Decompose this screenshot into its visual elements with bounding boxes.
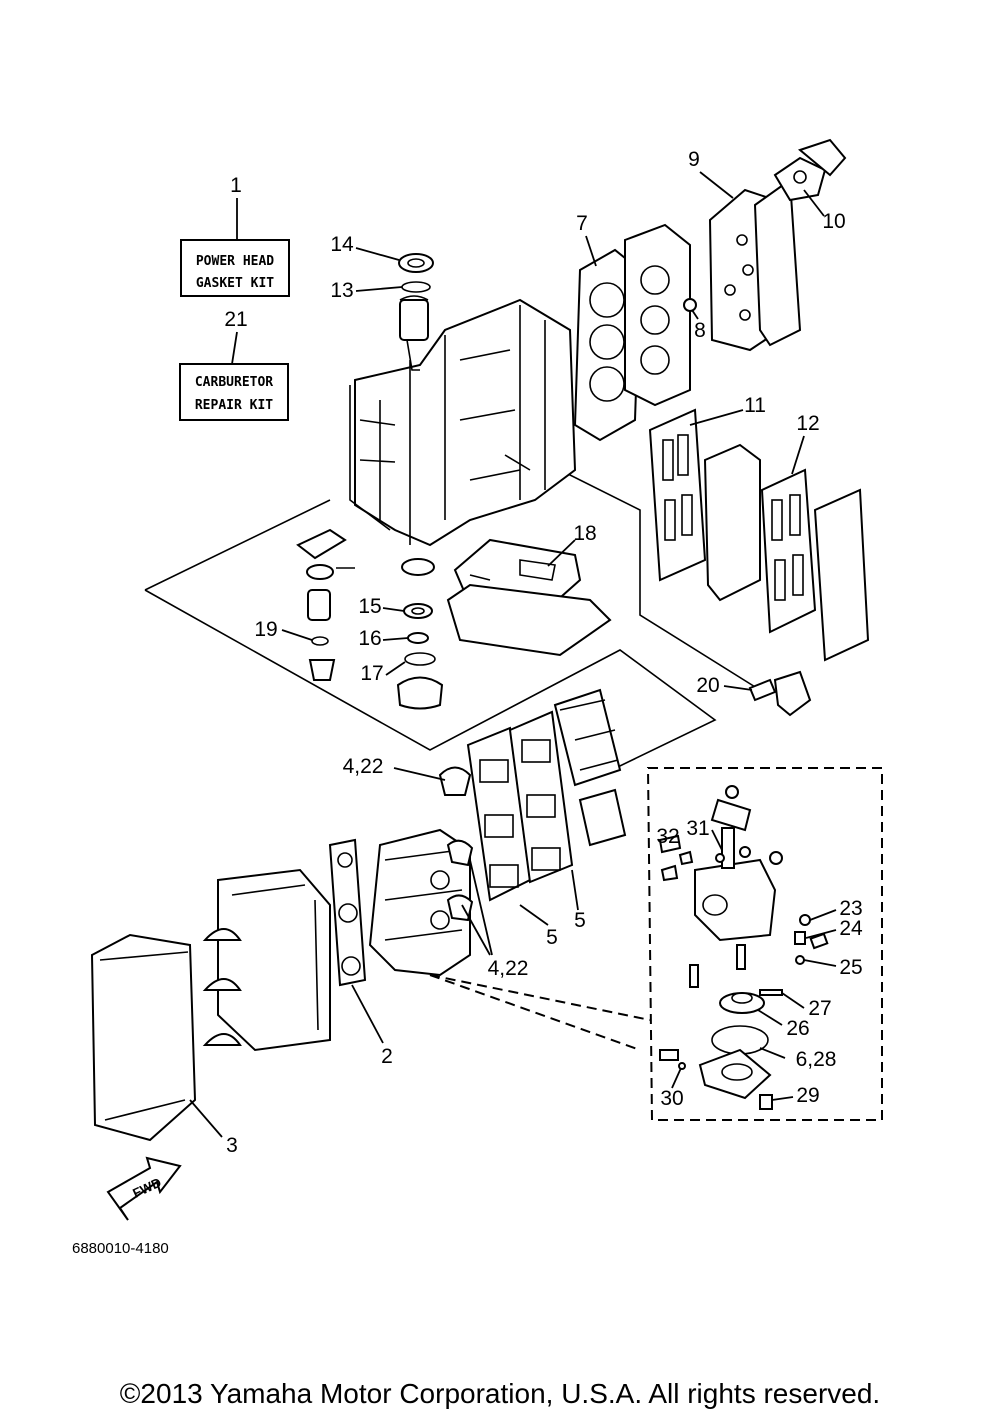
kit-label-line2: GASKET KIT — [196, 276, 274, 291]
diagram-reference-number: 6880010-4180 — [72, 1240, 169, 1257]
part24 — [794, 931, 806, 945]
callout-5: 5 — [546, 926, 558, 949]
reed-valve-gaskets-part5 — [466, 688, 627, 902]
callout-15: 15 — [358, 595, 381, 618]
carburetor-leader — [429, 974, 651, 1051]
callout-4-22: 4,22 — [488, 957, 529, 980]
callout-5: 5 — [574, 909, 586, 932]
callout-9: 9 — [688, 148, 700, 171]
callout-6-28: 6,28 — [796, 1048, 837, 1071]
exhaust-gasket-part11 — [648, 408, 707, 582]
power-head-gasket-kit: 1 POWER HEAD GASKET KIT — [180, 174, 290, 297]
callout-20: 20 — [696, 674, 719, 697]
o-ring-part13 — [401, 281, 431, 293]
callout-30: 30 — [660, 1087, 683, 1110]
callout-25: 25 — [839, 956, 862, 979]
fuel-pump — [773, 670, 812, 717]
head-cover — [753, 178, 802, 347]
screw-part30 — [659, 1049, 679, 1061]
callout-7: 7 — [576, 212, 588, 235]
kit-label-line2: REPAIR KIT — [195, 398, 273, 413]
assembly-outline — [144, 454, 761, 779]
callout-3: 3 — [226, 1134, 238, 1157]
carburetor-box — [646, 767, 883, 1121]
float-chamber — [698, 1048, 772, 1100]
copyright-notice: ©2013 Yamaha Motor Corporation, U.S.A. A… — [119, 1378, 881, 1409]
gasket-part20 — [748, 678, 777, 702]
callout-12: 12 — [796, 412, 819, 435]
callout-27: 27 — [808, 997, 831, 1020]
cylinder-head-gasket-part7 — [573, 248, 642, 442]
callout-16: 16 — [358, 627, 381, 650]
carburetor-repair-kit: 21 CARBURETOR REPAIR KIT — [179, 308, 289, 421]
callout-13: 13 — [330, 279, 353, 302]
cylinder-head — [624, 223, 691, 407]
kit-label-line1: CARBURETOR — [195, 375, 273, 390]
callout-31: 31 — [686, 817, 709, 840]
callout-29: 29 — [796, 1084, 819, 1107]
callout-23: 23 — [839, 897, 862, 920]
part25 — [795, 955, 805, 965]
exhaust-gasket-part12 — [760, 468, 817, 634]
thermostat-parts — [296, 528, 355, 681]
part23 — [799, 914, 811, 926]
gasket-part2 — [328, 838, 367, 987]
exhaust-inner-cover — [703, 443, 761, 602]
callout-26: 26 — [786, 1017, 809, 1040]
callout-2: 2 — [381, 1045, 393, 1068]
callout-4-22: 4,22 — [343, 755, 384, 778]
intake-silencer — [202, 868, 331, 1052]
callout-18: 18 — [573, 522, 596, 545]
callout-19: 19 — [254, 618, 277, 641]
callout-21: 21 — [224, 308, 247, 331]
pin-part27 — [759, 989, 783, 996]
callout-14: 14 — [330, 233, 354, 256]
lower-bearing-stack — [396, 558, 444, 710]
callout-11: 11 — [744, 394, 766, 417]
forward-arrow-icon: FWD — [106, 1156, 182, 1221]
bolt-part8 — [683, 298, 697, 312]
intake-manifold — [368, 828, 471, 977]
callout-32: 32 — [656, 825, 679, 848]
callout-24: 24 — [839, 917, 863, 940]
exhaust-outer-cover — [813, 488, 870, 662]
engine-block — [349, 295, 577, 547]
oil-seal-part14 — [398, 253, 434, 273]
drain-screw-part29 — [759, 1094, 773, 1110]
callout-10: 10 — [822, 210, 845, 233]
silencer-cover-gasket-part3 — [90, 933, 197, 1142]
callout-17: 17 — [360, 662, 383, 685]
carburetor-body — [658, 785, 783, 988]
callout-1: 1 — [230, 174, 242, 197]
kit-label-line1: POWER HEAD — [196, 254, 274, 269]
thermostat-gasket-part10 — [773, 138, 847, 202]
callout-8: 8 — [694, 319, 706, 342]
